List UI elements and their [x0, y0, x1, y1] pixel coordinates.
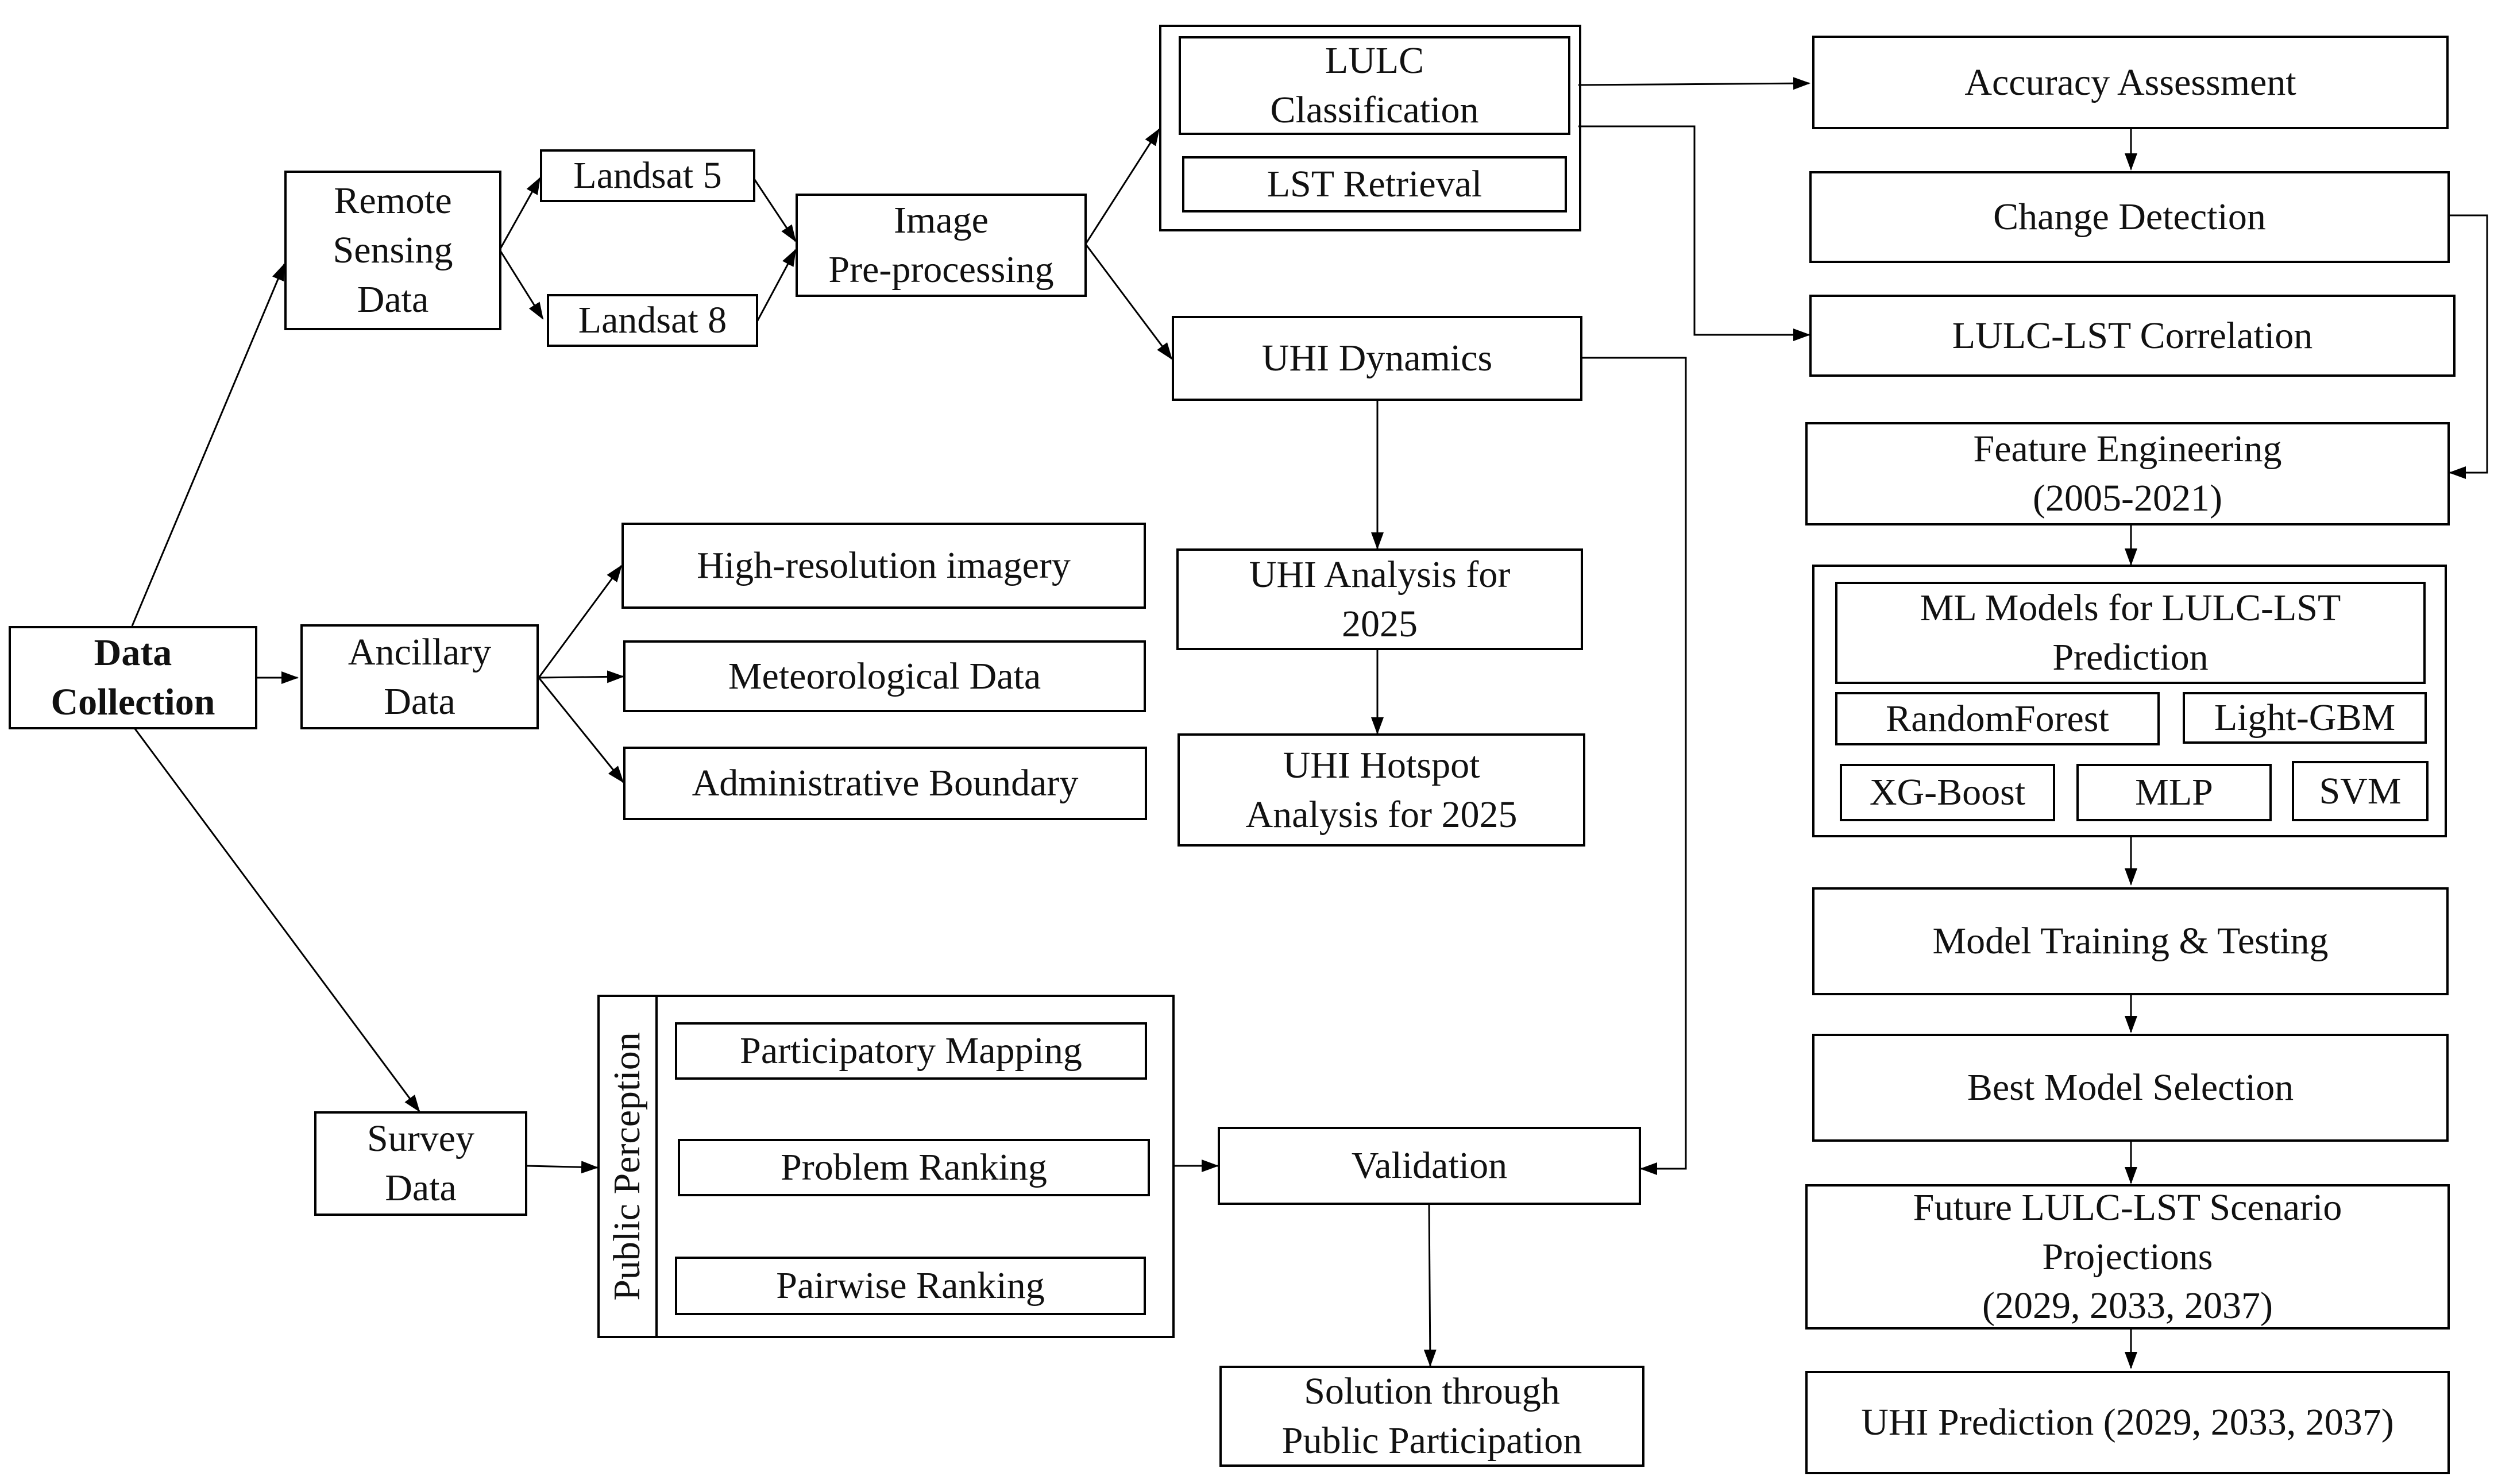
node-lulc-classification: LULC Classification	[1179, 36, 1570, 135]
arrow-uhi-validation	[1582, 357, 1687, 1175]
lulc-lst-group-frame	[1159, 25, 1581, 231]
node-uhi-hotspot-2025: UHI Hotspot Analysis for 2025	[1177, 733, 1585, 847]
node-change-detection: Change Detection	[1809, 171, 2450, 263]
node-admin-boundary: Administrative Boundary	[623, 747, 1147, 820]
arrow-remote-landsat8	[499, 249, 544, 320]
arrow-remote-landsat5	[499, 177, 541, 250]
node-accuracy-assessment: Accuracy Assessment	[1812, 36, 2449, 129]
node-landsat5: Landsat 5	[540, 149, 755, 202]
node-survey: Survey Data	[314, 1111, 527, 1216]
arrow-change-feature	[2449, 214, 2488, 479]
node-xgboost: XG-Boost	[1840, 764, 2055, 821]
node-problem-ranking: Problem Ranking	[678, 1139, 1150, 1196]
node-image-preprocessing: Image Pre-processing	[796, 194, 1087, 297]
node-uhi-prediction: UHI Prediction (2029, 2033, 2037)	[1805, 1371, 2450, 1474]
node-pairwise-ranking: Pairwise Ranking	[675, 1257, 1146, 1315]
node-ancillary: Ancillary Data	[300, 624, 539, 729]
node-participatory-mapping: Participatory Mapping	[675, 1022, 1147, 1080]
node-data-collection: Data Collection	[9, 626, 257, 729]
node-validation: Validation	[1218, 1127, 1641, 1205]
node-lulc-lst-correlation: LULC-LST Correlation	[1809, 295, 2456, 377]
node-landsat8: Landsat 8	[547, 294, 758, 347]
node-svm: SVM	[2292, 761, 2429, 821]
arrow-image-uhi	[1084, 244, 1173, 360]
arrow-ancillary-met	[538, 670, 624, 683]
node-model-training: Model Training & Testing	[1812, 887, 2449, 995]
node-solution: Solution through Public Participation	[1219, 1366, 1644, 1467]
node-feature-engineering: Feature Engineering (2005-2021)	[1805, 422, 2450, 525]
arrow-ancillary-highres	[538, 565, 623, 678]
public-perception-label-frame	[597, 995, 658, 1338]
arrow-dc-remote	[131, 263, 285, 627]
node-mlp: MLP	[2076, 764, 2272, 821]
arrow-lulc-accuracy	[1578, 77, 1810, 90]
arrow-lulc-correlation	[1578, 125, 1810, 341]
node-remote-sensing: Remote Sensing Data	[284, 171, 501, 330]
node-uhi-analysis-2025: UHI Analysis for 2025	[1176, 548, 1583, 650]
node-lightgbm: Light-GBM	[2183, 692, 2427, 744]
node-meteorological: Meteorological Data	[623, 640, 1146, 712]
node-high-res-imagery: High-resolution imagery	[621, 523, 1146, 609]
arrow-image-lulc	[1084, 128, 1160, 245]
arrow-dc-survey	[132, 726, 420, 1112]
node-ml-models: ML Models for LULC-LST Prediction	[1835, 582, 2426, 684]
node-best-model: Best Model Selection	[1812, 1034, 2449, 1142]
arrow-survey-perception	[527, 1161, 599, 1174]
ml-models-frame	[1812, 565, 2447, 837]
node-lst-retrieval: LST Retrieval	[1182, 156, 1567, 212]
arrow-landsat8-image	[756, 249, 797, 322]
arrow-landsat5-image	[752, 177, 797, 242]
public-perception-label: Public Perception	[606, 1032, 648, 1301]
arrow-ancillary-admin	[538, 677, 624, 783]
node-uhi-dynamics: UHI Dynamics	[1172, 316, 1582, 401]
node-randomforest: RandomForest	[1835, 692, 2160, 745]
arrow-validation-solution	[1423, 1204, 1437, 1367]
node-future-projections: Future LULC-LST Scenario Projections (20…	[1805, 1184, 2450, 1330]
